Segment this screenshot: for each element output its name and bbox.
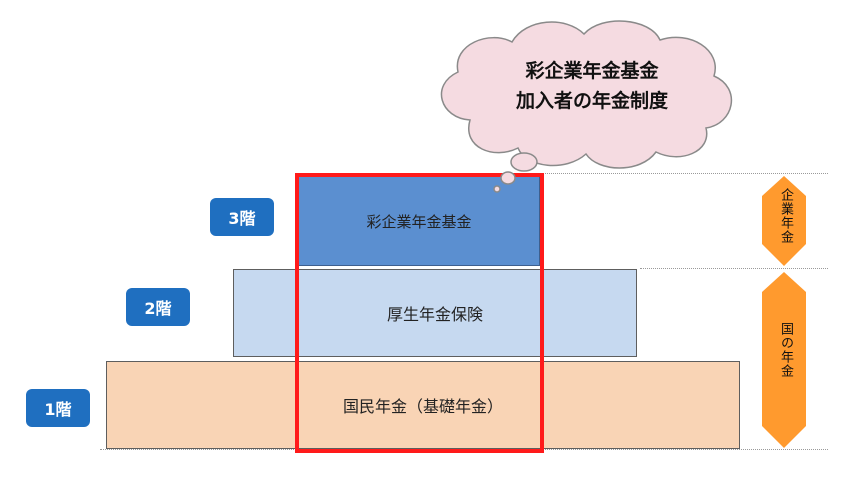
tier3-bar: 彩企業年金基金 (298, 176, 540, 266)
cloud-line-1: 彩企業年金基金 (525, 60, 659, 82)
highlight-frame (295, 173, 544, 453)
tier2-bar: 厚生年金保険 (233, 269, 637, 357)
national-label: 国の年金 (778, 322, 793, 378)
national-arrow-icon (762, 272, 806, 448)
corporate-label: 企業年金 (778, 188, 793, 244)
cloud-title: 彩企業年金基金 加入者の年金制度 (478, 56, 706, 116)
badge-1f: 1階 (26, 389, 90, 427)
corporate-arrow-icon (762, 176, 806, 266)
guide-line-top (540, 173, 828, 174)
badge-2f: 2階 (126, 288, 190, 326)
cloud-line-2: 加入者の年金制度 (515, 90, 668, 112)
guide-line-middle (640, 268, 828, 269)
tier1-bar: 国民年金（基礎年金） (106, 361, 740, 449)
tier1-label: 国民年金（基礎年金） (342, 397, 503, 416)
tier3-label: 彩企業年金基金 (366, 212, 472, 231)
badge-3f: 3階 (210, 198, 274, 236)
tier2-label: 厚生年金保険 (386, 305, 483, 324)
